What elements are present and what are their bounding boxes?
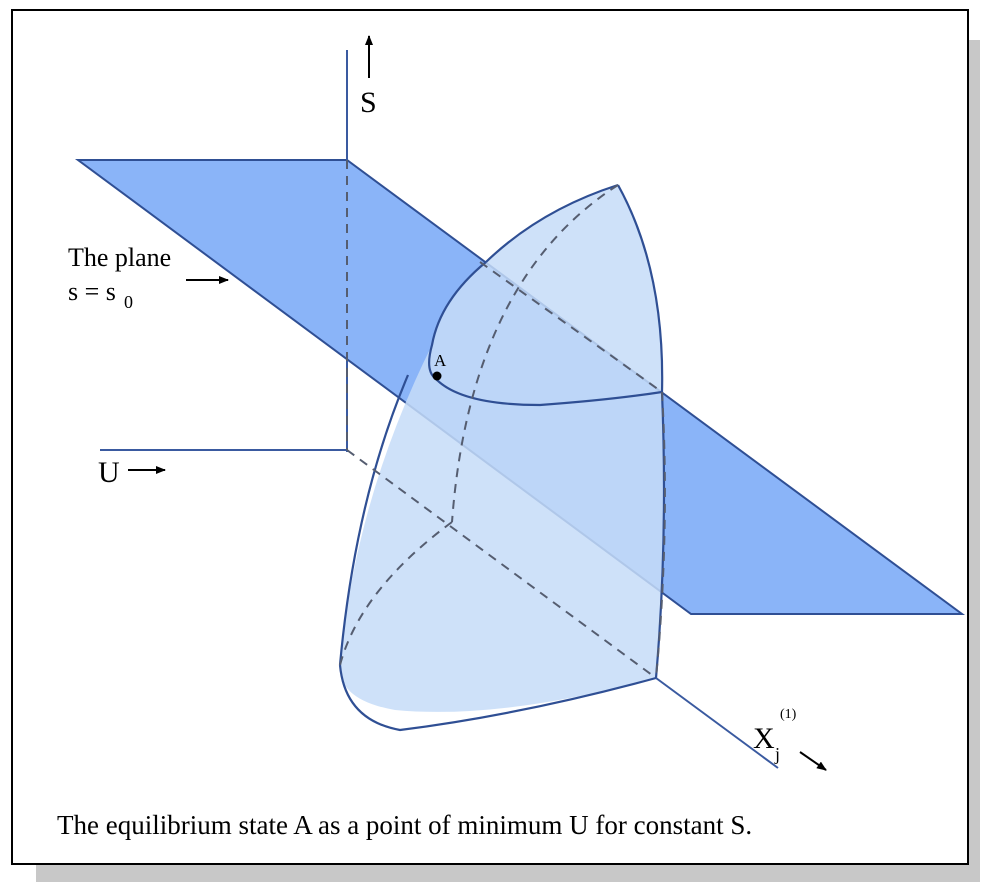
plane-label-line2: s = s xyxy=(68,277,116,306)
x-axis-arrow xyxy=(799,751,827,771)
point-a-label: A xyxy=(434,351,447,370)
energy-surface xyxy=(339,185,664,712)
x-axis-superscript: (1) xyxy=(780,707,797,722)
surface-right-edge-upper xyxy=(617,184,664,393)
surface-bottom-edge xyxy=(338,664,657,732)
hidden-lines xyxy=(339,160,666,679)
point-a-marker xyxy=(432,371,442,381)
surface-intersection-curve xyxy=(428,261,663,407)
x-axis xyxy=(655,677,779,769)
x-axis-label: X xyxy=(753,722,775,755)
u-axis-label: U xyxy=(98,456,120,489)
figure-caption: The equilibrium state A as a point of mi… xyxy=(57,810,752,840)
s-axis-label: S xyxy=(360,86,377,119)
plane-label-subscript: 0 xyxy=(124,292,133,312)
surface-top-edge xyxy=(485,183,619,263)
x-axis-subscript: j xyxy=(774,744,780,764)
surface-left-edge xyxy=(338,374,410,666)
plane-label-line1: The plane xyxy=(68,243,171,272)
